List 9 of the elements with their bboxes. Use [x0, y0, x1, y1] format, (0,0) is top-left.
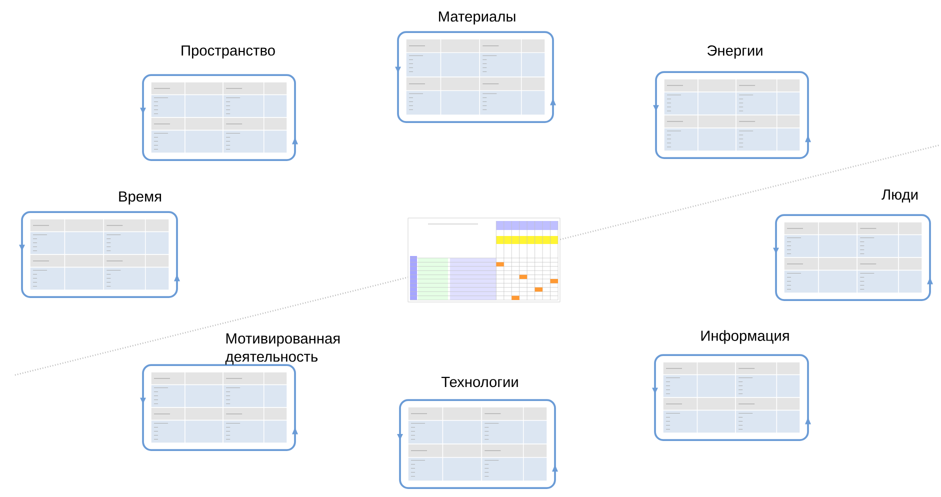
- card-title: Пространство: [182, 45, 275, 59]
- card-title: Информация: [701, 330, 789, 344]
- card-title: Люди: [882, 190, 918, 202]
- card-title: Энергии: [707, 45, 762, 59]
- card-title: Время: [119, 191, 162, 205]
- card-title: Мотивированная деятельность: [225, 333, 340, 365]
- card-title: Технологии: [441, 376, 518, 388]
- card-title: Материалы: [439, 11, 516, 25]
- table-drawing: [408, 218, 560, 302]
